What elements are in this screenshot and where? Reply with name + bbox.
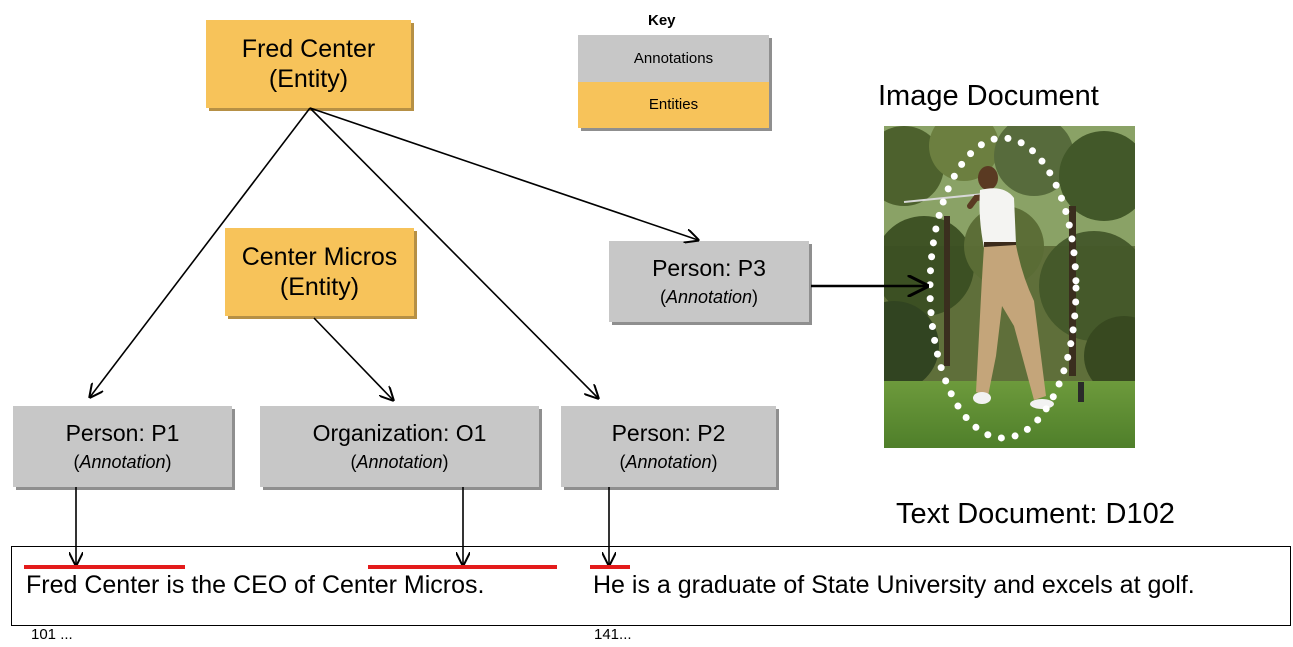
golfer-figure xyxy=(903,166,1054,409)
golfer-photo xyxy=(884,126,1135,448)
key-annotations-swatch: Annotations xyxy=(578,35,769,82)
image-document-title: Image Document xyxy=(878,80,1099,112)
entity-center-micros: Center Micros (Entity) xyxy=(225,228,414,316)
annotation-person-p1: Person: P1 (Annotation) xyxy=(13,406,232,487)
dotted-highlight-ellipse xyxy=(926,134,1080,442)
text-document-title: Text Document: D102 xyxy=(896,498,1175,530)
entity-fred-center: Fred Center (Entity) xyxy=(206,20,411,108)
key-entities-swatch: Entities xyxy=(578,81,769,128)
annotation-person-p3: Person: P3 (Annotation) xyxy=(609,241,809,322)
arrow-center-micros-to-o1 xyxy=(313,317,393,400)
annotation-o1-label: Organization: O1 xyxy=(312,419,487,446)
entity-fred-center-type: (Entity) xyxy=(268,65,349,93)
annotation-o1-type: (Annotation) xyxy=(350,451,449,472)
annotation-p3-type: (Annotation) xyxy=(659,286,759,307)
offset-label-2: 141... xyxy=(594,626,632,643)
golfer-illustration xyxy=(884,126,1135,448)
sentence-1: Fred Center is the CEO of Center Micros. xyxy=(26,571,485,599)
entity-center-micros-name: Center Micros xyxy=(241,243,398,271)
annotation-p2-type: (Annotation) xyxy=(619,451,718,472)
entity-fred-center-name: Fred Center xyxy=(241,35,376,63)
annotation-p1-label: Person: P1 xyxy=(65,419,180,446)
key-title: Key xyxy=(648,12,676,29)
annotation-p3-label: Person: P3 xyxy=(652,254,766,281)
annotation-p1-type: (Annotation) xyxy=(73,451,172,472)
annotation-person-p2: Person: P2 (Annotation) xyxy=(561,406,776,487)
annotation-organization-o1: Organization: O1 (Annotation) xyxy=(260,406,539,487)
text-document-box xyxy=(11,546,1291,626)
entity-center-micros-type: (Entity) xyxy=(279,273,360,301)
key-legend: Annotations Entities xyxy=(578,35,769,128)
sentence-2: He is a graduate of State University and… xyxy=(593,571,1195,599)
offset-label-1: 101 ... xyxy=(31,626,73,643)
annotation-p2-label: Person: P2 xyxy=(611,419,726,446)
